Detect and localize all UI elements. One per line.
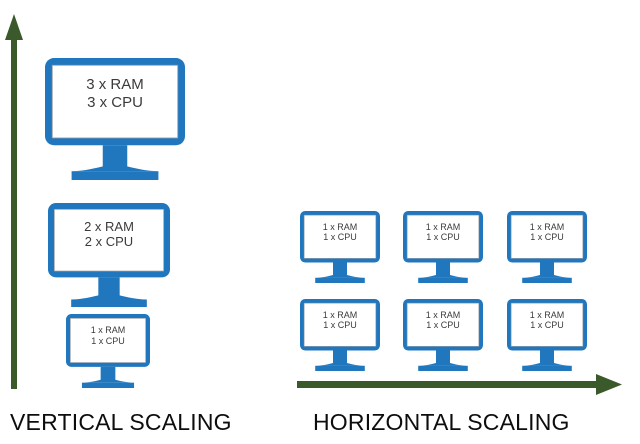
monitor-screen <box>406 214 480 259</box>
monitor-stand <box>71 277 147 300</box>
monitor-screen <box>303 302 377 347</box>
horizontal-scaling-label: HORIZONTAL SCALING <box>313 409 570 435</box>
monitor-base <box>522 277 572 283</box>
monitor-base <box>418 365 468 371</box>
up-arrow-shape <box>5 14 23 389</box>
right-arrow-shape <box>297 374 622 395</box>
monitor-base <box>71 299 147 307</box>
monitor-screen <box>51 64 179 139</box>
monitor-shape <box>507 299 587 371</box>
monitor-shape <box>403 211 483 283</box>
monitor-base <box>81 382 135 388</box>
monitor-stand <box>71 145 159 172</box>
monitor-shape <box>48 203 170 307</box>
monitor-shape <box>45 58 185 180</box>
monitor-shape <box>403 299 483 371</box>
monitor-screen <box>510 302 584 347</box>
monitor-screen <box>53 208 165 272</box>
right-arrow-icon <box>297 374 622 395</box>
monitor-base <box>315 277 365 283</box>
monitor-base <box>315 365 365 371</box>
monitor-base <box>418 277 468 283</box>
monitor-stand <box>522 350 572 366</box>
monitor-shape <box>507 211 587 283</box>
monitor-base <box>522 365 572 371</box>
monitor-stand <box>315 350 365 366</box>
monitor-shape <box>66 314 150 388</box>
up-arrow-icon <box>5 14 23 389</box>
monitor-screen <box>70 318 146 363</box>
vertical-scaling-label: VERTICAL SCALING <box>10 409 232 435</box>
monitor-shape <box>300 299 380 371</box>
monitor-screen <box>406 302 480 347</box>
monitor-stand <box>418 350 468 366</box>
monitor-shape <box>300 211 380 283</box>
monitor-stand <box>81 366 135 383</box>
monitor-stand <box>315 262 365 278</box>
monitor-screen <box>510 214 584 259</box>
monitor-base <box>71 171 159 180</box>
monitor-screen <box>303 214 377 259</box>
monitor-stand <box>418 262 468 278</box>
monitor-stand <box>522 262 572 278</box>
